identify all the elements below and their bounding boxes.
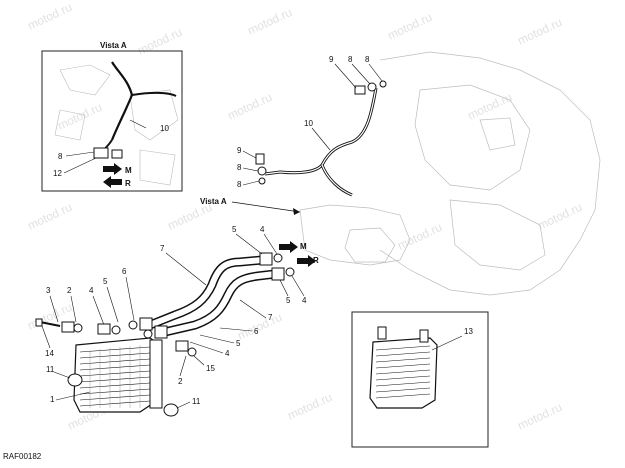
callout-5-d: 5 xyxy=(103,277,108,286)
callout-15: 15 xyxy=(206,364,215,373)
callout-14: 14 xyxy=(45,349,54,358)
callout-10-hose: 10 xyxy=(304,119,313,128)
vista-a-label: Vista A xyxy=(200,197,227,206)
callout-4-d: 4 xyxy=(225,349,230,358)
callout-8-side-b: 8 xyxy=(237,180,242,189)
callout-2-b: 2 xyxy=(178,377,183,386)
watermark: motod.ru xyxy=(385,10,434,43)
callout-8: 8 xyxy=(58,152,63,161)
watermark: motod.ru xyxy=(55,100,104,133)
callout-12: 12 xyxy=(53,169,62,178)
callout-7-b: 7 xyxy=(268,313,273,322)
watermark: motod.ru xyxy=(245,5,294,38)
callout-8-side-a: 8 xyxy=(237,163,242,172)
arrow-m-icon xyxy=(103,163,122,175)
arrow-r-label: R xyxy=(313,256,319,265)
watermark: motod.ru xyxy=(515,400,564,433)
callout-6-b: 6 xyxy=(254,327,259,336)
callout-5-a: 5 xyxy=(232,225,237,234)
inset-title: Vista A xyxy=(100,41,127,50)
callout-9-top: 9 xyxy=(329,55,334,64)
callout-11-b: 11 xyxy=(192,397,201,406)
arrow-m-icon xyxy=(279,241,298,253)
lower-hose-assembly: M R 7 5 4 5 4 7 3 2 4 5 6 6 5 4 xyxy=(46,225,319,358)
watermark: motod.ru xyxy=(225,90,274,123)
vista-a-pointer: Vista A xyxy=(200,197,301,215)
callout-5-b: 5 xyxy=(286,296,291,305)
callout-4-c: 4 xyxy=(89,286,94,295)
inset-vista-a: Vista A M R 10 8 12 xyxy=(41,41,183,192)
callout-3: 3 xyxy=(46,286,51,295)
callout-10: 10 xyxy=(160,124,169,133)
oil-cooler-radiator: 14 11 1 2 15 11 xyxy=(35,318,215,417)
watermark: motod.ru xyxy=(535,200,584,233)
callout-8-top-b: 8 xyxy=(365,55,370,64)
callout-9-side: 9 xyxy=(237,146,242,155)
watermark: motod.ru xyxy=(285,390,334,423)
callout-5-c: 5 xyxy=(236,339,241,348)
callout-8-top-a: 8 xyxy=(348,55,353,64)
watermark: motod.ru xyxy=(515,15,564,48)
callout-1: 1 xyxy=(50,395,55,404)
watermark: motod.ru xyxy=(235,310,284,343)
arrow-r-icon xyxy=(297,255,316,267)
arrow-r-label: R xyxy=(125,179,131,188)
callout-13: 13 xyxy=(464,327,473,336)
arrow-r-icon xyxy=(103,176,122,188)
reference-code: RAF00182 xyxy=(3,452,42,461)
callout-2-a: 2 xyxy=(67,286,72,295)
arrow-m-label: M xyxy=(125,166,132,175)
arrow-m-label: M xyxy=(300,242,307,251)
watermark: motod.ru xyxy=(25,200,74,233)
upper-hose-assembly: 9 8 8 10 9 8 8 xyxy=(237,55,387,197)
watermark: motod.ru xyxy=(135,25,184,58)
callout-6-a: 6 xyxy=(122,267,127,276)
callout-11-a: 11 xyxy=(46,365,55,374)
callout-4-a: 4 xyxy=(260,225,265,234)
engine-outline xyxy=(299,51,601,296)
watermark: motod.ru xyxy=(25,0,74,33)
inset-cooler-view: 13 xyxy=(351,311,489,448)
watermark: motod.ru xyxy=(465,90,514,123)
callout-4-b: 4 xyxy=(302,296,307,305)
callout-7-a: 7 xyxy=(160,244,165,253)
watermark: motod.ru xyxy=(395,220,444,253)
